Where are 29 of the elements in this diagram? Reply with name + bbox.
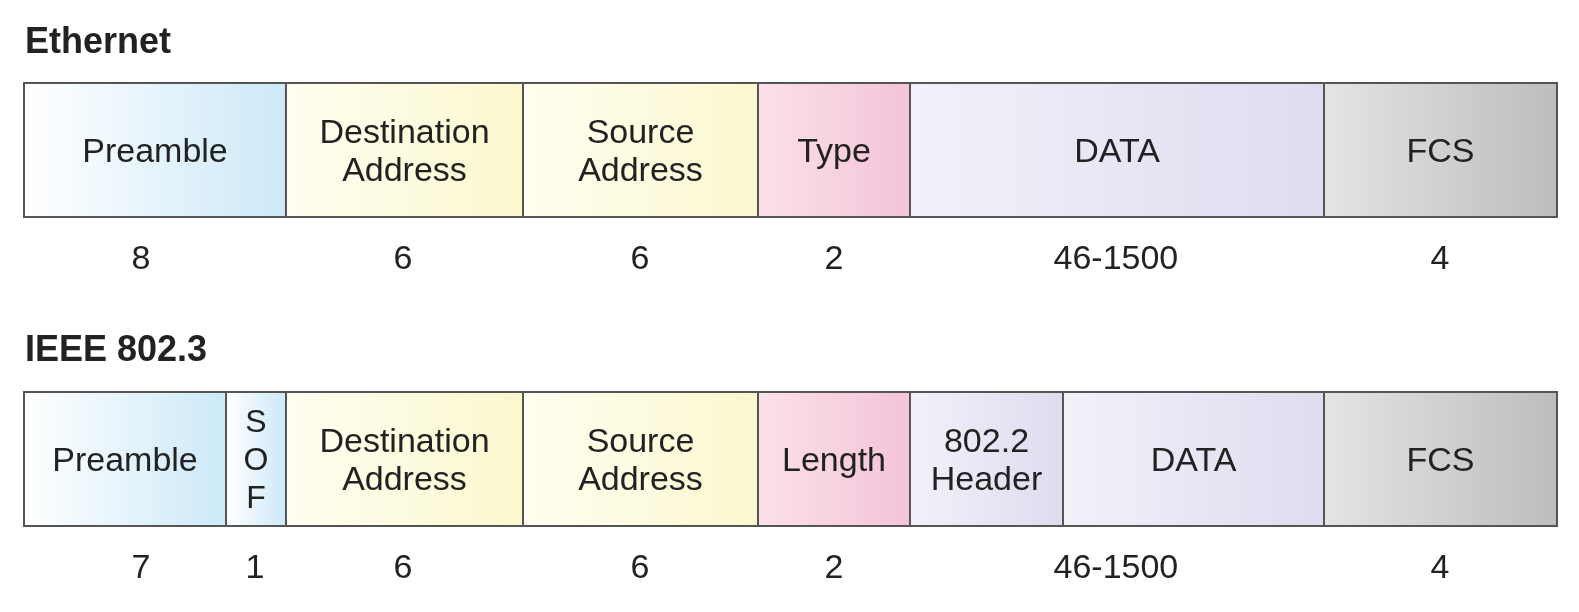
byte-count: 4 xyxy=(1430,547,1450,586)
frame-field: Destination Address xyxy=(285,82,524,218)
frame-field: Destination Address xyxy=(285,391,524,527)
frame-field: Source Address xyxy=(522,391,759,527)
frame-field: FCS xyxy=(1323,391,1558,527)
frame-field: 802.2 Header xyxy=(909,391,1064,527)
frame-field: FCS xyxy=(1323,82,1558,218)
frame-field: Preamble xyxy=(23,391,227,527)
frame-field: Source Address xyxy=(522,82,759,218)
frame-field: Length xyxy=(757,391,911,527)
frame-field: SOF xyxy=(225,391,287,527)
byte-count: 2 xyxy=(824,238,844,277)
frame-heading: Ethernet xyxy=(25,20,172,62)
frame-field: Preamble xyxy=(23,82,287,218)
frame-heading: IEEE 802.3 xyxy=(25,328,208,370)
byte-count: 1 xyxy=(245,547,265,586)
frame-field: DATA xyxy=(1062,391,1325,527)
byte-count: 6 xyxy=(393,238,413,277)
byte-count: 6 xyxy=(393,547,413,586)
byte-count: 6 xyxy=(630,238,650,277)
byte-count: 6 xyxy=(630,547,650,586)
frame-field: Type xyxy=(757,82,911,218)
byte-count: 46-1500 xyxy=(1053,238,1179,277)
frame-field: DATA xyxy=(909,82,1325,218)
byte-count: 4 xyxy=(1430,238,1450,277)
byte-count: 46-1500 xyxy=(1053,547,1179,586)
byte-count: 7 xyxy=(131,547,151,586)
byte-count: 8 xyxy=(131,238,151,277)
byte-count: 2 xyxy=(824,547,844,586)
